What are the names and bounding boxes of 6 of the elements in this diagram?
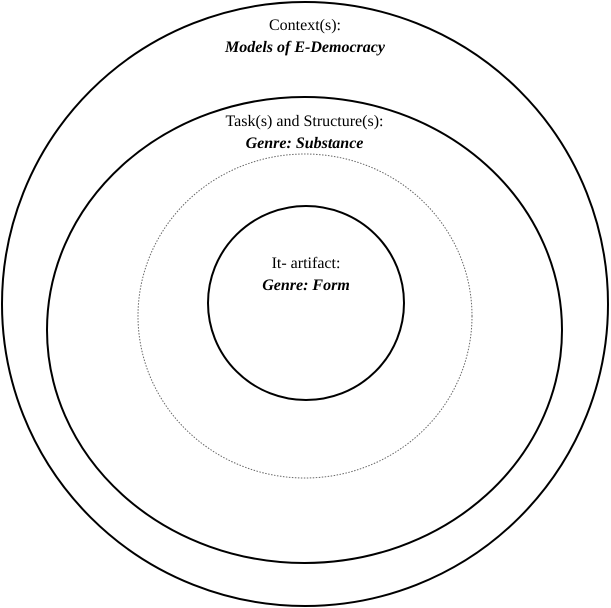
- heading-text: Context(s):: [269, 16, 341, 36]
- heading-text: Task(s) and Structure(s):: [226, 112, 384, 132]
- genre-text: Genre: Substance: [246, 134, 364, 154]
- heading-text: It- artifact:: [272, 254, 340, 274]
- genre-text: Models of E-Democracy: [225, 38, 385, 58]
- genre-text: Genre: Form: [262, 276, 350, 296]
